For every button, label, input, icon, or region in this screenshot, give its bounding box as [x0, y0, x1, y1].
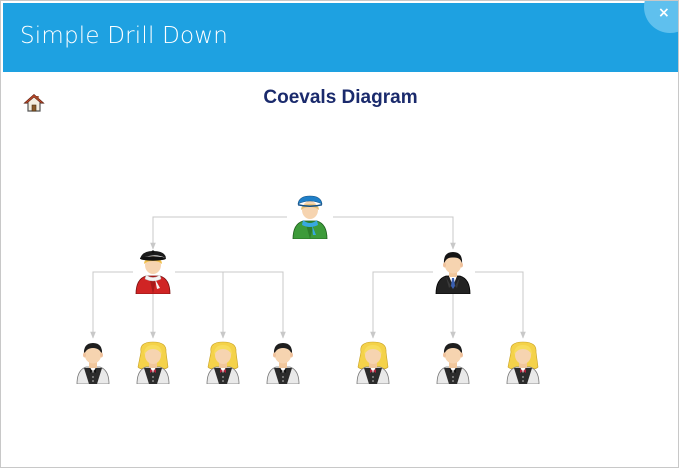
waiter-dark-hair-icon[interactable] [436, 342, 470, 384]
connector-root-children [150, 216, 456, 250]
waiter-dark-hair-icon[interactable] [76, 342, 110, 384]
waiter-blonde-icon[interactable] [136, 341, 170, 384]
waiter-blonde-icon[interactable] [206, 341, 240, 384]
waiter-dark-hair-icon[interactable] [266, 342, 300, 384]
diagram-canvas: Coevals Diagram [3, 72, 678, 465]
title-bar: Simple Drill Down [3, 3, 678, 72]
home-button[interactable] [23, 92, 45, 114]
window-title: Simple Drill Down [20, 23, 229, 49]
waiter-blonde-icon[interactable] [356, 341, 390, 384]
org-chart [76, 195, 540, 384]
home-icon [23, 93, 45, 112]
close-icon: × [658, 5, 670, 21]
person-red-jacket-icon[interactable] [135, 250, 171, 294]
diagram-title: Coevals Diagram [263, 87, 418, 108]
waiter-blonde-icon[interactable] [506, 341, 540, 384]
person-green-jacket-icon[interactable] [292, 195, 328, 239]
connector-left-children [90, 271, 286, 339]
person-black-suit-icon[interactable] [435, 251, 471, 294]
connector-right-children [370, 271, 526, 339]
